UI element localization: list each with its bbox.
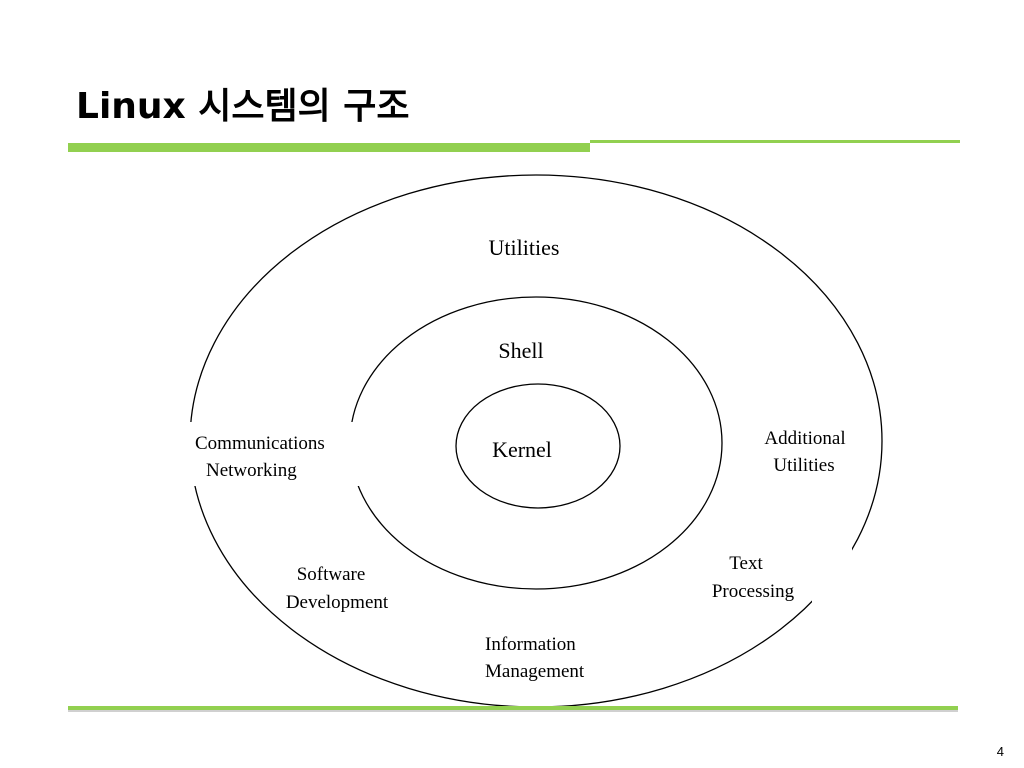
title-accent-bar-thick [68,143,590,152]
footer-accent-bar [68,706,958,710]
label-kernel: Kernel [492,437,552,462]
slide-title: Linux 시스템의 구조 [76,86,410,127]
label-software: Software [297,564,366,585]
kernel-core [455,383,621,509]
title-accent-bar-thin [590,140,960,143]
label-development: Development [286,592,389,613]
label-utilities: Utilities [489,235,560,260]
footer-bar-shadow [68,710,958,712]
label-text: Text [729,553,763,574]
label-additional-utilities: Utilities [773,455,834,476]
label-additional: Additional [764,428,845,449]
label-shell: Shell [498,338,543,363]
label-information: Information [485,634,576,655]
label-communications: Communications [195,433,325,454]
label-management: Management [485,661,585,682]
page-number: 4 [996,744,1004,759]
ring-gap-left [182,422,362,486]
label-networking: Networking [206,460,297,481]
ring-gap-right [812,548,852,610]
label-processing: Processing [712,581,795,602]
